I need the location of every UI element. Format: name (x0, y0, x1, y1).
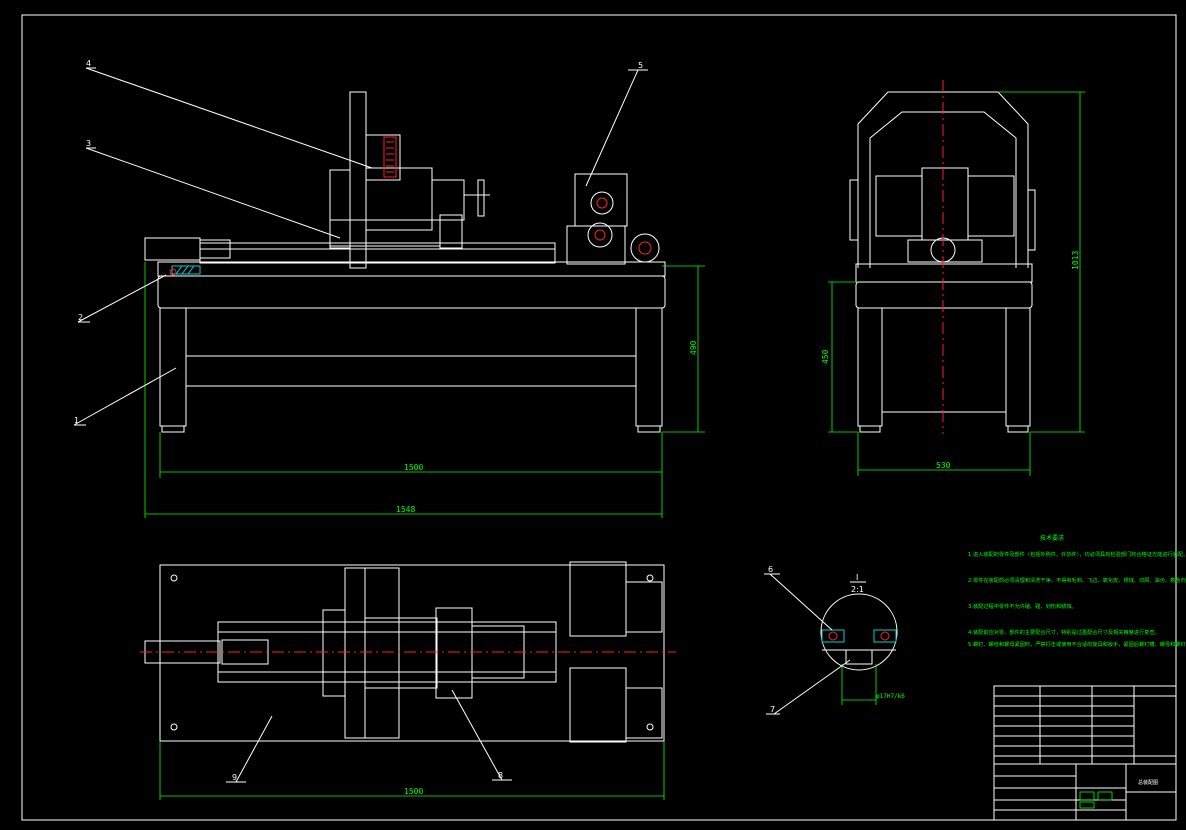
balloon-3: 3 (86, 139, 91, 148)
side-height-dim: 450 (821, 349, 830, 364)
tech-note-5: 5.螺钉、螺栓和螺母紧固时，严禁打击或使用不合适的旋具和扳手，紧固后螺钉槽、螺母… (968, 640, 1186, 648)
balloon-8: 8 (498, 771, 503, 780)
tech-notes-title: 技术要求 (1040, 534, 1064, 542)
side-total-dim: 1013 (1071, 251, 1080, 270)
front-view: 1500 1548 490 (144, 91, 705, 518)
detail-fit-dim: φ17H7/k6 (876, 693, 905, 700)
balloon-1: 1 (74, 416, 79, 425)
front-leaders: 4 3 2 1 5 (73, 59, 648, 426)
drawing-name: 总装配图 (1138, 779, 1158, 786)
plan-view: 1500 9 8 (140, 561, 676, 800)
tech-note-3: 3.装配过程中零件不允许磕、碰、划伤和锈蚀。 (968, 602, 1077, 610)
side-width-dim: 530 (936, 461, 951, 470)
balloon-2: 2 (78, 313, 83, 322)
front-height-dim: 490 (689, 340, 698, 355)
balloon-6: 6 (768, 565, 773, 574)
detail-label: I (856, 573, 858, 582)
detail-view: φ17H7/k6 I 2:1 6 7 (764, 565, 905, 715)
tech-note-4: 4.装配前应对零、部件的主要配合尺寸，特别是过盈配合尺寸及相关精度进行复查。 (968, 628, 1160, 636)
plan-width-dim: 1500 (404, 787, 423, 796)
tech-notes: 技术要求 1.进入装配的零件及部件（包括外购件、外协件），均必须具有检验部门的合… (968, 534, 1186, 648)
balloon-5: 5 (638, 61, 643, 70)
balloon-4: 4 (86, 59, 91, 68)
title-block: 总装配图 (993, 685, 1177, 821)
balloon-9: 9 (232, 773, 237, 782)
front-overall-dim: 1548 (396, 505, 415, 514)
drawing-frame (21, 14, 1177, 821)
tech-note-2: 2.零件在装配前必须清理和清洗干净，不得有毛刺、飞边、氧化皮、锈蚀、切屑、油污、… (968, 576, 1186, 584)
balloon-7: 7 (770, 705, 775, 714)
detail-scale: 2:1 (851, 585, 864, 594)
front-width-dim: 1500 (404, 463, 423, 472)
side-view: 450 1013 530 (821, 80, 1085, 476)
tech-note-1: 1.进入装配的零件及部件（包括外购件、外协件），均必须具有检验部门的合格证方能进… (968, 550, 1186, 558)
